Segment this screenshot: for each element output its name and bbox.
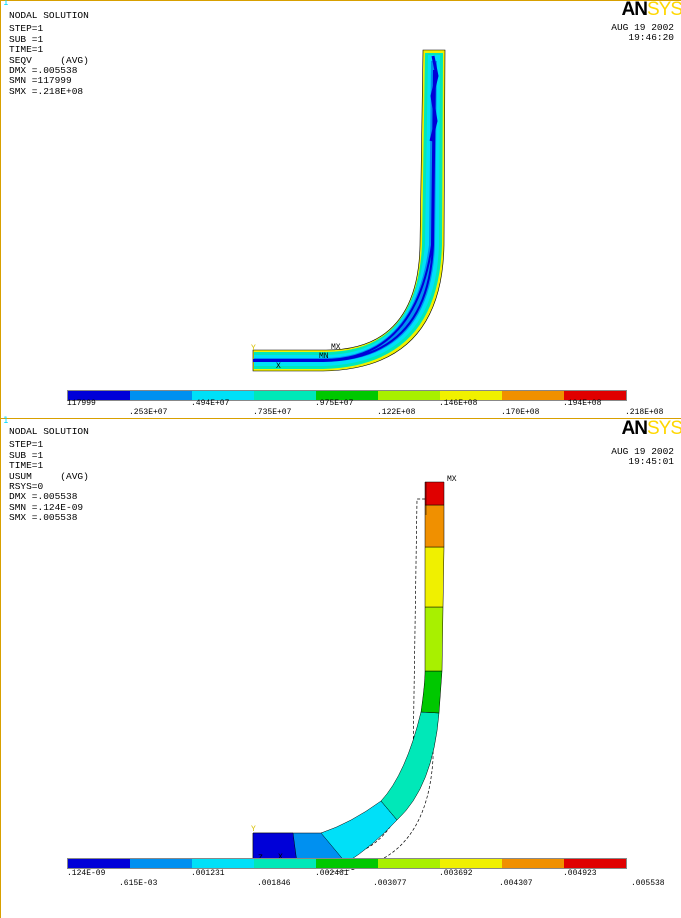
info-line: STEP=1 <box>9 439 44 451</box>
legend-swatch <box>564 391 626 400</box>
legend-swatch <box>564 859 626 868</box>
plot-date: AUG 19 2002 <box>611 22 674 33</box>
legend-label: .253E+07 <box>129 408 168 417</box>
window-number: 1 <box>3 0 9 8</box>
info-line: STEP=1 <box>9 23 44 35</box>
legend-label: .735E+07 <box>253 408 292 417</box>
info-line: SUB =1 <box>9 33 44 45</box>
legend-swatch <box>130 859 192 868</box>
band-9 <box>424 481 445 506</box>
window-number: 1 <box>3 416 9 426</box>
info-line: SEQV (AVG) <box>9 54 89 66</box>
legend-swatch <box>378 391 440 400</box>
mx-marker: MX <box>331 343 341 352</box>
legend-label: .005538 <box>631 879 665 888</box>
legend-swatch <box>254 859 316 868</box>
ansys-logo: ANSYS <box>621 418 681 439</box>
legend-label: .615E-03 <box>119 879 158 888</box>
band-6 <box>424 606 444 672</box>
pipe-min-spots <box>429 55 439 142</box>
stress-contour-plot: MX MN Y X <box>251 49 446 372</box>
contour-legend-bar <box>67 858 627 869</box>
info-line: RSYS=0 <box>9 481 44 493</box>
legend-swatch <box>254 391 316 400</box>
legend-labels: 117999 .494E+07 .975E+07 .146E+08 .194E+… <box>1 399 681 429</box>
legend-label: .004923 <box>563 869 597 878</box>
legend-label: .124E-09 <box>67 869 106 878</box>
legend-label: .002461 <box>315 869 349 878</box>
timestamp: AUG 19 2002 19:45:01 <box>611 446 674 468</box>
plot-title: NODAL SOLUTION <box>9 10 89 21</box>
band-8 <box>424 504 445 548</box>
info-line: USUM (AVG) <box>9 470 89 482</box>
stress-plot-window: 1 NODAL SOLUTION STEP=1 SUB =1 TIME=1 SE… <box>0 0 681 418</box>
legend-swatch <box>192 391 254 400</box>
solution-info: NODAL SOLUTION STEP=1 SUB =1 TIME=1 SEQV… <box>9 10 89 97</box>
legend-swatch <box>192 859 254 868</box>
legend-label: .001231 <box>191 869 225 878</box>
legend-swatch <box>316 391 378 400</box>
legend-label: .001846 <box>257 879 291 888</box>
info-line: SMX =.005538 <box>9 512 78 524</box>
x-axis-marker: X <box>278 853 283 862</box>
legend-swatch <box>502 391 564 400</box>
plot-title: NODAL SOLUTION <box>9 426 89 437</box>
legend-swatch <box>68 859 130 868</box>
timestamp: AUG 19 2002 19:46:20 <box>611 22 674 44</box>
legend-label: .004307 <box>499 879 533 888</box>
legend-label: .975E+07 <box>315 399 354 408</box>
displacement-plot-window: 1 NODAL SOLUTION STEP=1 SUB =1 TIME=1 US… <box>0 416 681 918</box>
legend-label: .494E+07 <box>191 399 230 408</box>
plot-time: 19:46:20 <box>628 32 674 44</box>
mn-marker: MN <box>319 352 329 361</box>
legend-label: 117999 <box>67 399 96 408</box>
legend-label: .003692 <box>439 869 473 878</box>
legend-swatch <box>440 859 502 868</box>
undeformed-outline <box>253 498 436 873</box>
legend-swatch <box>502 859 564 868</box>
legend-labels: .124E-09 .001231 .002461 .003692 .004923… <box>1 869 681 899</box>
legend-swatch <box>68 391 130 400</box>
legend-swatch <box>316 859 378 868</box>
plot-time: 19:45:01 <box>628 456 674 468</box>
displacement-contour-plot: MX Y Z X <box>251 475 457 873</box>
band-5 <box>420 670 443 714</box>
band-4 <box>380 711 440 821</box>
info-line: SMN =.124E-09 <box>9 501 84 513</box>
ansys-logo: ANSYS <box>621 0 681 20</box>
info-line: SUB =1 <box>9 449 44 461</box>
legend-swatch <box>130 391 192 400</box>
x-axis-marker: X <box>276 362 281 371</box>
info-line: TIME=1 <box>9 460 44 472</box>
contour-legend-bar <box>67 390 627 401</box>
legend-label: .146E+08 <box>439 399 478 408</box>
pipe-min-band <box>253 70 437 362</box>
legend-label: .194E+08 <box>563 399 602 408</box>
y-axis-marker: Y <box>251 344 256 353</box>
pipe-low-band <box>254 61 437 362</box>
info-line: SMX =.218E+08 <box>9 85 84 97</box>
info-line: TIME=1 <box>9 44 44 56</box>
legend-swatch <box>440 391 502 400</box>
legend-label: .218E+08 <box>625 408 664 417</box>
info-line: DMX =.005538 <box>9 491 78 503</box>
legend-swatch <box>378 859 440 868</box>
solution-info: NODAL SOLUTION STEP=1 SUB =1 TIME=1 USUM… <box>9 426 89 524</box>
band-7 <box>424 546 445 608</box>
legend-label: .170E+08 <box>501 408 540 417</box>
mx-marker: MX <box>447 475 457 484</box>
plot-date: AUG 19 2002 <box>611 446 674 457</box>
legend-label: .122E+08 <box>377 408 416 417</box>
info-line: DMX =.005538 <box>9 65 78 77</box>
y-axis-marker: Y <box>251 825 256 834</box>
info-line: SMN =117999 <box>9 75 72 87</box>
legend-label: .003077 <box>373 879 407 888</box>
